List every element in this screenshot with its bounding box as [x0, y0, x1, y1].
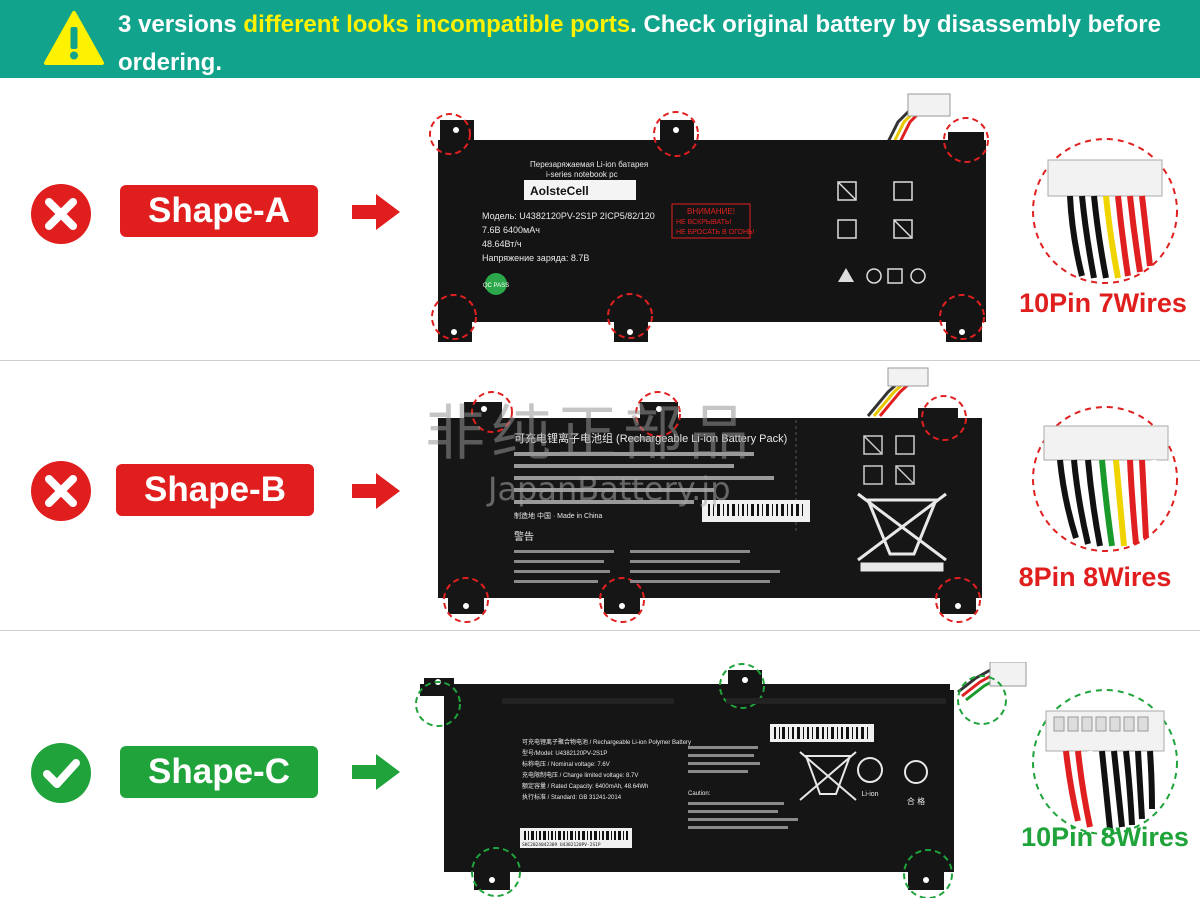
battery-shape-b: 可充电锂离子电池组 (Rechargeable Li-ion Battery P… [438, 367, 982, 623]
banner-text: 3 versions different looks incompatible … [118, 11, 1161, 76]
connector-closeup-b [1032, 406, 1178, 552]
svg-text:AolsteCell: AolsteCell [530, 184, 589, 198]
warning-banner: 3 versions different looks incompatible … [0, 0, 1200, 78]
row-shape-c: Shape-C 可充电锂离子聚合物电池 / Rechargeable Li-io… [0, 632, 1200, 900]
svg-text:制造地 中国 · Made in China: 制造地 中国 · Made in China [514, 511, 602, 520]
svg-text:标称电压 / Nominal voltage: 7.6V: 标称电压 / Nominal voltage: 7.6V [522, 760, 610, 768]
svg-text:SKC2024042309 U4382120PV-2S1P: SKC2024042309 U4382120PV-2S1P [522, 842, 601, 848]
shape-b-label: Shape-B [116, 464, 314, 516]
wire-spec-c: 10Pin 8Wires [1021, 822, 1189, 852]
wire-spec-b: 8Pin 8Wires [1018, 562, 1172, 592]
shape-a-label: Shape-A [120, 185, 318, 237]
svg-text:НЕ ВСКРЫВАТЬ!: НЕ ВСКРЫВАТЬ! [676, 219, 732, 226]
connector-closeup-c [1032, 689, 1178, 835]
svg-text:型号/Model: U4382120PV-2S1P: 型号/Model: U4382120PV-2S1P [522, 749, 607, 757]
svg-text:7.6В 6400мАч: 7.6В 6400мАч [482, 225, 540, 235]
svg-text:Перезаряжаемая Li-ion батарея: Перезаряжаемая Li-ion батарея [530, 160, 648, 169]
banner-highlight: different looks incompatible ports [243, 11, 631, 38]
row-divider [0, 360, 1200, 361]
svg-text:充电限制电压 / Charge limited voltag: 充电限制电压 / Charge limited voltage: 8.7V [522, 771, 638, 779]
incompatible-x-icon [31, 461, 91, 521]
connector-closeup-a [1032, 138, 1178, 284]
warning-icon [44, 11, 104, 65]
svg-text:可充电锂离子聚合物电池 / Rechargeable Li-: 可充电锂离子聚合物电池 / Rechargeable Li-ion Polyme… [522, 738, 691, 746]
svg-text:Caution:: Caution: [688, 791, 711, 797]
svg-text:Li-ion: Li-ion [861, 791, 878, 798]
svg-text:ВНИМАНИЕ!: ВНИМАНИЕ! [687, 207, 735, 216]
shape-c-label: Shape-C [120, 746, 318, 798]
row-divider [0, 630, 1200, 631]
svg-text:可充电锂离子电池组 (Rechargeable Li-ion: 可充电锂离子电池组 (Rechargeable Li-ion Battery P… [514, 431, 787, 445]
battery-shape-c: 可充电锂离子聚合物电池 / Rechargeable Li-ion Polyme… [415, 662, 1027, 898]
svg-text:Модель: U4382120PV-2S1P 2ICP: Модель: U4382120PV-2S1P 2ICP5/82/120 [482, 211, 655, 221]
watermark-en: JapanBattery.jp [488, 470, 731, 508]
svg-text:Напряжение заряда: 8.7В: Напряжение заряда: 8.7В [482, 253, 589, 263]
row-shape-b: Shape-B 可充电锂离子电池组 (Rechargeable Li-ion B… [0, 362, 1200, 630]
svg-text:合 格: 合 格 [907, 796, 925, 806]
row-shape-a: Shape-A Перезаряжаемая Li-ion батарея i-… [0, 80, 1200, 360]
svg-text:48.64Вт/ч: 48.64Вт/ч [482, 239, 522, 249]
svg-text:警告: 警告 [514, 530, 534, 543]
arrow-right-icon [352, 754, 400, 790]
svg-text:i-series notebook pc: i-series notebook pc [546, 170, 618, 179]
svg-text:额定容量 / Rated Capacity: 6400mAh: 额定容量 / Rated Capacity: 6400mAh, 48.64Wh [522, 782, 648, 790]
svg-text:QC PASS: QC PASS [483, 283, 509, 289]
svg-text:НЕ БРОСАТЬ В ОГОНЬ!: НЕ БРОСАТЬ В ОГОНЬ! [676, 229, 755, 236]
watermark-cjk: 非纯正部品 [425, 399, 755, 469]
incompatible-x-icon [31, 184, 91, 244]
svg-text:执行标准 / Standard: GB 31241-2014: 执行标准 / Standard: GB 31241-2014 [522, 793, 622, 801]
battery-shape-a: Перезаряжаемая Li-ion батарея i-series n… [429, 93, 989, 342]
compatible-check-icon [31, 743, 91, 803]
arrow-right-icon [352, 473, 400, 509]
arrow-right-icon [352, 194, 400, 230]
wire-spec-a: 10Pin 7Wires [1019, 288, 1187, 318]
